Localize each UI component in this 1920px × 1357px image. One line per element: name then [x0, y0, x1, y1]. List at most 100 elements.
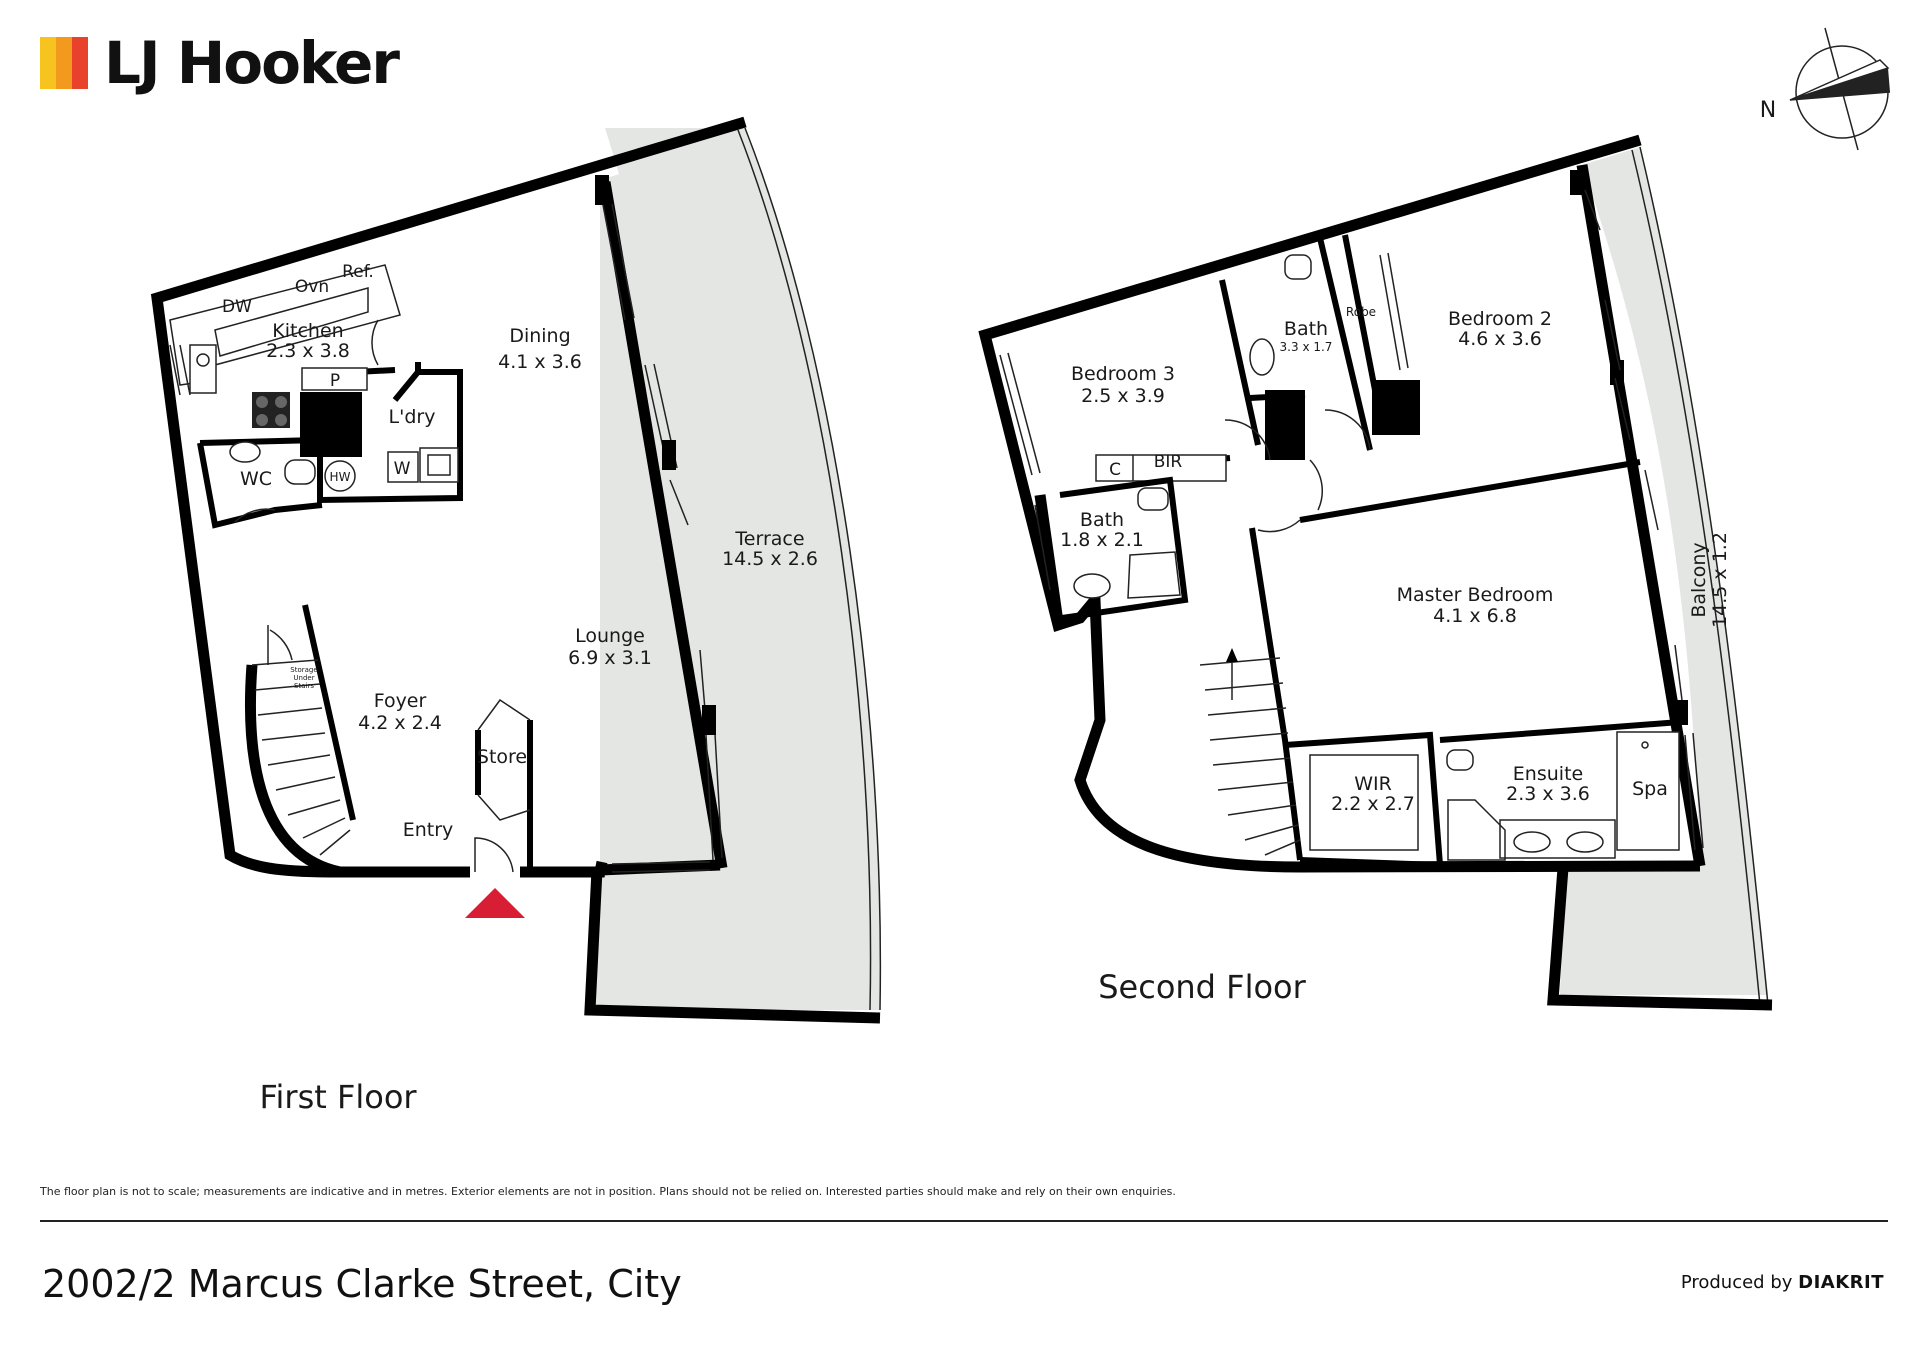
door-swing: [234, 508, 276, 523]
sink: [189, 344, 217, 394]
produced-by: Produced by DIAKRIT: [1681, 1272, 1884, 1293]
wc-toilet: [284, 459, 316, 485]
pillar: [595, 175, 609, 205]
pillar: [1674, 700, 1688, 725]
store-name: Store: [477, 746, 527, 768]
logo-bar-orange: [56, 37, 72, 89]
bedroom2-column: [1372, 380, 1420, 435]
producer-name: DIAKRIT: [1798, 1272, 1884, 1293]
terrace-edge: [744, 127, 882, 1011]
compass-north-label: N: [1760, 98, 1776, 123]
bath-small-name: Bath: [1080, 509, 1124, 531]
second-floor-east-wall: [1576, 164, 1706, 867]
store-door: [477, 698, 531, 821]
wir-name: WIR: [1354, 773, 1392, 795]
pantry-label: P: [330, 371, 340, 391]
storage-label-line2: Under: [293, 674, 314, 682]
property-address: 2002/2 Marcus Clarke Street, City: [42, 1262, 682, 1306]
wc-name: WC: [240, 468, 272, 490]
bath-small-basin: [1073, 573, 1111, 599]
first-floor-title: First Floor: [259, 1078, 417, 1116]
lounge-size: 6.9 x 3.1: [568, 647, 652, 669]
balcony-bottom-wall: [1547, 867, 1773, 1011]
wir-shelf: [1309, 754, 1419, 851]
lounge-name: Lounge: [575, 625, 645, 647]
wir-size: 2.2 x 2.7: [1331, 793, 1415, 815]
dining-size: 4.1 x 3.6: [498, 351, 582, 373]
bath-main-basin: [1249, 338, 1275, 376]
robe-label: Robe: [1346, 305, 1376, 319]
bath-small-walls: [1059, 476, 1189, 621]
first-floor-curve-wall: [245, 664, 342, 878]
storage-label-line3: Stairs: [294, 682, 314, 690]
bir-label: BIR: [1154, 452, 1183, 472]
entry-name: Entry: [403, 819, 454, 841]
washer-label: W: [394, 459, 411, 479]
spa-name: Spa: [1632, 778, 1668, 800]
kitchen-size: 2.3 x 3.8: [266, 340, 350, 362]
bath-small-wall: [1034, 494, 1064, 623]
first-floor: [150, 116, 882, 1024]
hw-label: HW: [330, 470, 351, 484]
spa-tub: [1616, 731, 1680, 851]
robe-wall: [1342, 234, 1378, 391]
entry-marker: [465, 888, 525, 918]
door-swing: [371, 319, 379, 366]
dw-label: DW: [222, 297, 252, 317]
living-east-wall: [599, 181, 728, 869]
first-floor-entry-wall: [520, 859, 721, 878]
bath-small-toilet: [1137, 487, 1169, 511]
cupboard-label: C: [1109, 460, 1121, 480]
second-floor-title: Second Floor: [1098, 968, 1306, 1006]
foyer-name: Foyer: [374, 690, 427, 712]
kitchen-column: [300, 392, 362, 457]
wir-walls: [1284, 731, 1443, 868]
second-floor-outer-wall: [978, 134, 1701, 873]
kitchen-name: Kitchen: [272, 320, 343, 342]
logo-bars: [40, 37, 88, 89]
hot-water-unit: [324, 460, 356, 492]
terrace-name: Terrace: [734, 528, 804, 550]
door-swing: [1324, 409, 1371, 451]
foyer-size: 4.2 x 2.4: [358, 712, 442, 734]
bedroom2-name: Bedroom 2: [1448, 308, 1552, 330]
bath-small-size: 1.8 x 2.1: [1060, 529, 1144, 551]
master-west-wall: [1249, 527, 1303, 861]
bir-cupboard: [1095, 454, 1227, 482]
laundry-name: L'dry: [389, 406, 436, 428]
second-floor: [978, 134, 1773, 1011]
wc-basin: [229, 441, 261, 463]
wc-wall: [197, 442, 323, 529]
bedroom2-size: 4.6 x 3.6: [1458, 328, 1542, 350]
brand-name: LJ Hooker: [104, 29, 400, 97]
door-swing: [1257, 519, 1301, 533]
brand-logo: LJ Hooker: [40, 28, 400, 98]
windows-east: [169, 203, 723, 873]
store-walls: [475, 720, 533, 872]
windows-second-floor: [999, 189, 1704, 851]
master-top-wall: [1299, 459, 1641, 523]
terrace-lower-fill: [595, 862, 880, 1010]
door-swing: [1224, 419, 1271, 461]
terrace-size: 14.5 x 2.6: [722, 548, 818, 570]
balcony-lower-fill: [1560, 866, 1768, 995]
produced-by-prefix: Produced by: [1680, 1272, 1793, 1293]
terrace-edge-inner: [737, 129, 872, 1011]
fridge-label: Ref.: [342, 262, 374, 282]
bath-main-toilet: [1284, 254, 1312, 280]
bath-main-name: Bath: [1284, 318, 1328, 340]
laundry-tub: [419, 447, 459, 483]
pillar: [702, 705, 716, 735]
dining-name: Dining: [509, 325, 570, 347]
door-swing: [1309, 459, 1323, 511]
bedroom3-wall: [1219, 279, 1261, 446]
stairs-second-floor: [1199, 648, 1301, 856]
compass-icon: [1789, 27, 1891, 151]
logo-bar-yellow: [40, 37, 56, 89]
ensuite-name: Ensuite: [1513, 763, 1583, 785]
bedroom3-name: Bedroom 3: [1071, 363, 1175, 385]
storage-label-line1: Storage: [290, 666, 317, 674]
bath-main-wall: [1317, 237, 1373, 451]
balcony-size: 14.5 x 1.2: [1709, 532, 1731, 628]
